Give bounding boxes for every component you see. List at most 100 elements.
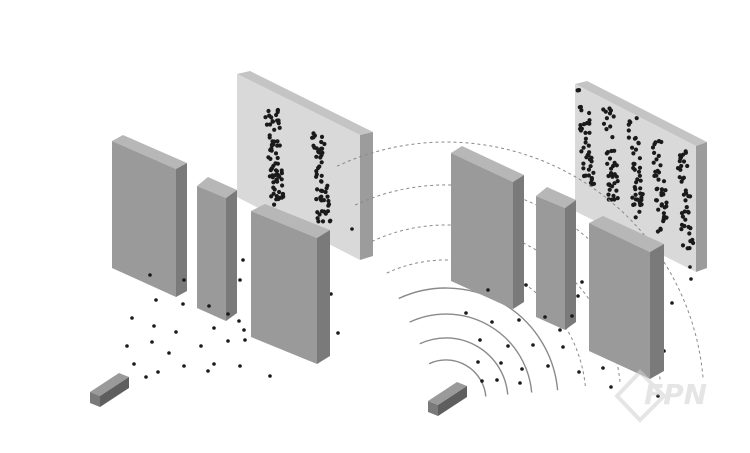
screen-particle (322, 141, 327, 147)
screen-particle (319, 179, 324, 184)
interference-particle (615, 179, 620, 184)
scattered-particle (476, 360, 480, 364)
screen-particle (318, 188, 324, 193)
scattered-particle (226, 339, 230, 343)
scattered-particle (226, 312, 230, 316)
interference-particle (680, 176, 685, 181)
left-emitter-source (90, 373, 129, 407)
interference-particle (677, 153, 683, 158)
scattered-particle (150, 340, 154, 344)
screen-particle (328, 218, 333, 223)
interference-particle (638, 186, 643, 191)
interference-particle (609, 166, 614, 171)
interference-particle (664, 204, 669, 209)
screen-particle (274, 112, 279, 118)
interference-particle (633, 215, 638, 220)
screen-particle (320, 219, 326, 224)
screen-particle (280, 192, 286, 197)
scattered-particle (241, 258, 245, 262)
scattered-particle (132, 362, 136, 366)
interference-particle (659, 139, 664, 145)
interference-particle (654, 198, 659, 203)
interference-particle (611, 114, 616, 119)
interference-particle (688, 194, 693, 199)
scattered-particle (495, 378, 499, 382)
scattered-particle (506, 344, 510, 348)
interference-particle (659, 203, 664, 208)
interference-particle (631, 165, 636, 171)
wavefront-arc (336, 141, 704, 378)
screen-particle (323, 211, 328, 216)
screen-particle (267, 133, 272, 138)
scattered-particle (152, 324, 156, 328)
interference-particle (633, 187, 638, 192)
right-barrier-1 (451, 146, 524, 309)
interference-particle (656, 153, 661, 158)
interference-particle (679, 222, 685, 227)
right-panel: FPN (336, 81, 707, 423)
interference-particle (687, 231, 692, 236)
interference-particle (630, 145, 635, 150)
interference-particle (659, 192, 664, 198)
interference-particle (635, 177, 640, 182)
scattered-particle (156, 370, 160, 374)
interference-particle (633, 147, 639, 152)
interference-particle (583, 140, 588, 145)
scattered-particle (329, 292, 333, 296)
scattered-particle (524, 283, 528, 287)
screen-particle (279, 177, 284, 182)
scattered-particle (350, 227, 354, 231)
screen-particle (311, 143, 316, 148)
interference-particle (581, 173, 587, 179)
screen-particle (273, 172, 278, 178)
interference-particle (655, 186, 660, 191)
interference-particle (586, 167, 592, 172)
interference-particle (681, 159, 687, 164)
interference-particle (679, 163, 684, 169)
left-scattered-particles (125, 227, 354, 379)
interference-particle (661, 179, 667, 184)
screen-particle (275, 161, 280, 166)
screen-particle (277, 143, 282, 148)
scattered-particle (238, 364, 242, 368)
right-barrier-2 (536, 187, 576, 330)
interference-particle (637, 209, 642, 214)
screen-particle (273, 168, 279, 173)
screen-particle (312, 133, 317, 138)
scattered-particle (199, 344, 203, 348)
scattered-particle (242, 328, 246, 332)
interference-particle (611, 193, 616, 198)
interference-particle (634, 116, 639, 121)
scattered-particle (609, 385, 613, 389)
screen-particle (317, 212, 322, 217)
interference-particle (632, 161, 637, 167)
interference-particle (628, 120, 633, 125)
screen-particle (269, 115, 274, 120)
scattered-particle (182, 364, 186, 368)
screen-particle (319, 134, 325, 139)
interference-particle (583, 130, 588, 135)
interference-particle (579, 108, 584, 113)
interference-particle (664, 200, 669, 205)
screen-particle (274, 178, 279, 183)
screen-particle (318, 147, 323, 152)
scattered-particle (543, 315, 547, 319)
interference-particle (683, 217, 688, 222)
screen-particle (264, 122, 270, 127)
interference-particle (656, 170, 662, 175)
scattered-particle (148, 273, 152, 277)
screen-particle (269, 146, 274, 151)
screen-particle (314, 174, 319, 179)
screen-particle (273, 151, 279, 156)
screen-particle (266, 155, 271, 160)
screen-particle (279, 168, 284, 173)
interference-particle (586, 173, 592, 178)
interference-particle (632, 202, 637, 207)
interference-particle (636, 169, 642, 174)
interference-particle (691, 240, 696, 246)
screen-particle (271, 191, 276, 196)
interference-particle (581, 161, 586, 166)
interference-particle (614, 188, 619, 193)
screen-particle (277, 189, 282, 195)
interference-particle (636, 141, 641, 146)
